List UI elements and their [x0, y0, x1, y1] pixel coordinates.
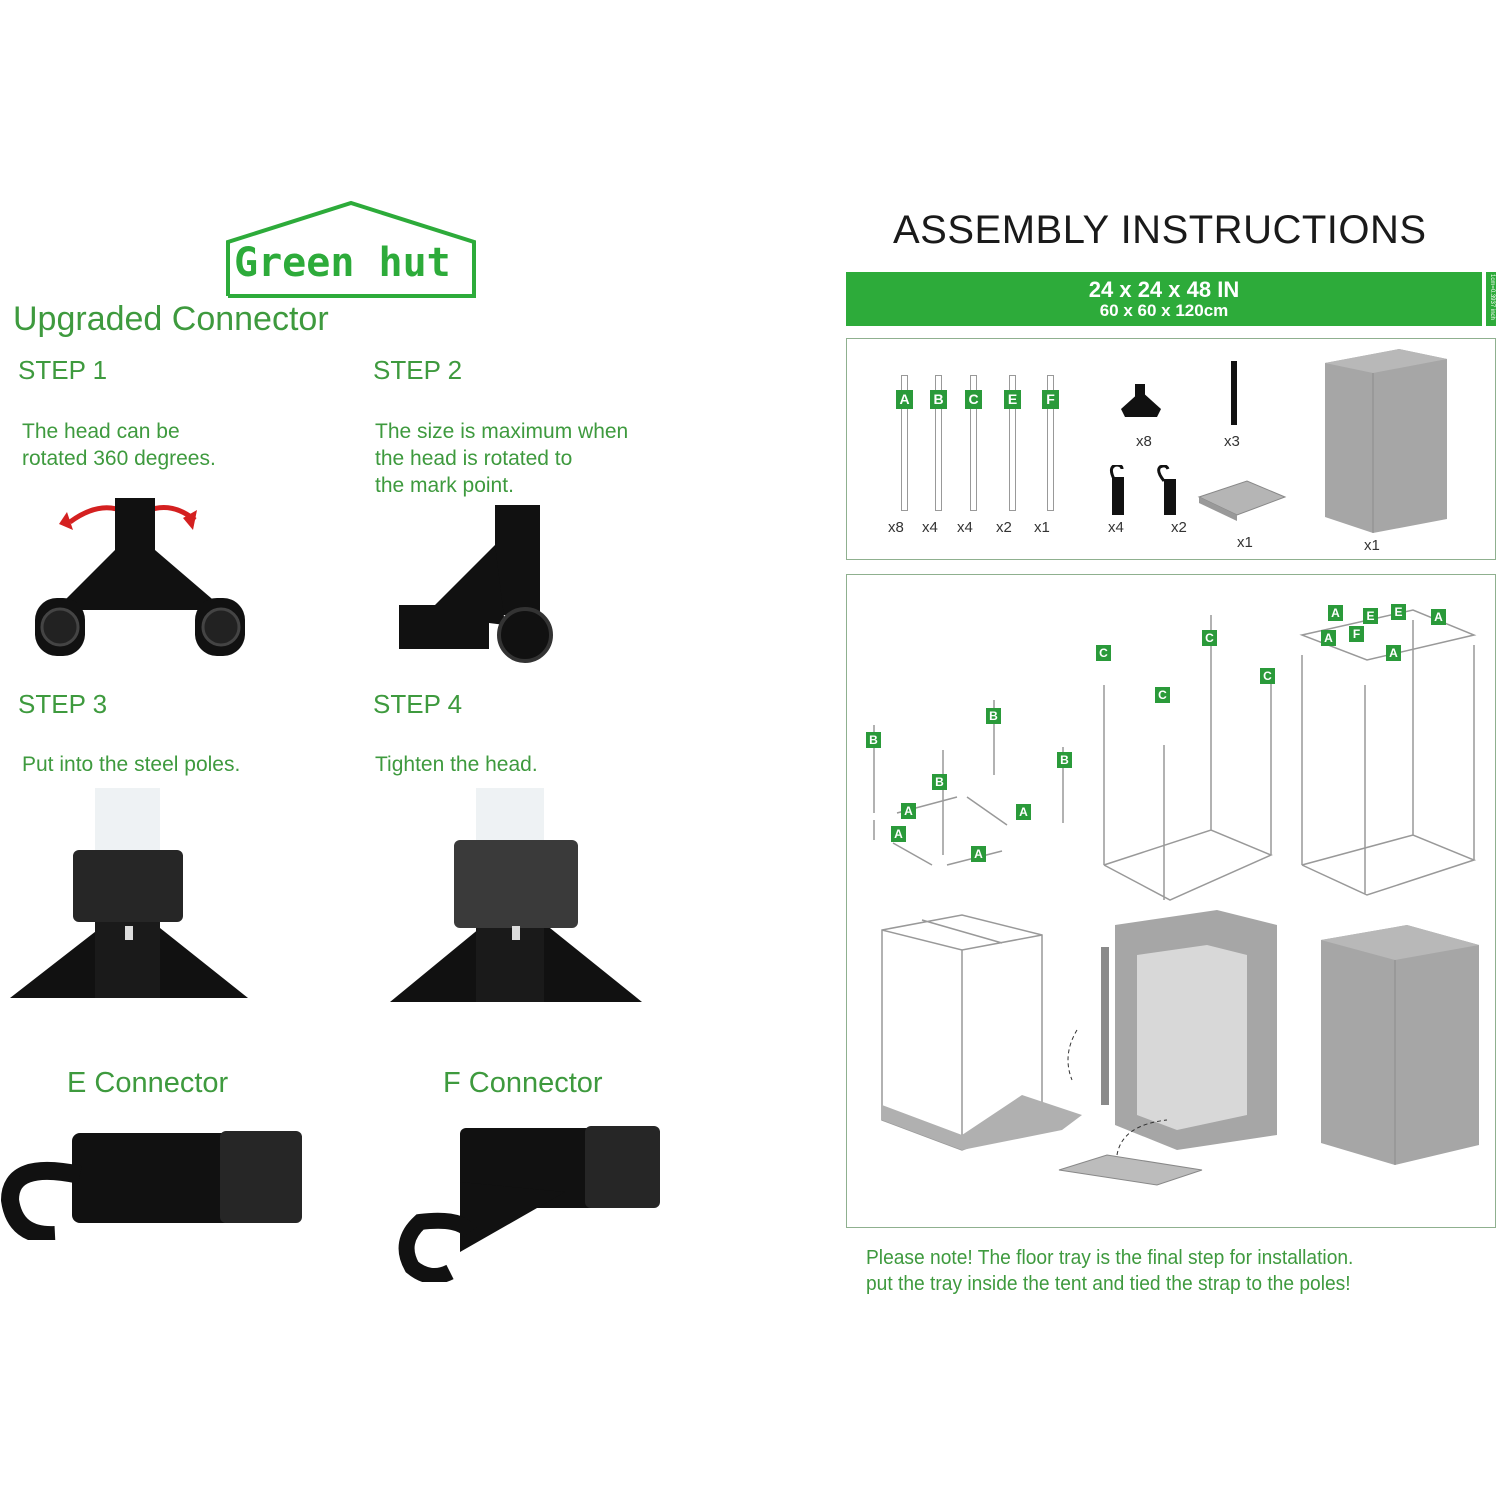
conversion-text: 1cm=0.3937 inch [1489, 274, 1495, 320]
diagram-part-label: B [932, 774, 947, 790]
pole-a [901, 375, 908, 511]
diagram-part-label: F [1349, 626, 1364, 642]
note-line-1: Please note! The floor tray is the final… [866, 1247, 1354, 1269]
strap-qty: x3 [1224, 433, 1240, 450]
f-connector-image [398, 1126, 660, 1282]
tray-qty: x1 [1237, 534, 1253, 551]
tent-icon [1325, 349, 1447, 533]
diagram-part-label: C [1096, 645, 1111, 661]
tightened-connector-image [390, 788, 642, 1002]
assembly-title: ASSEMBLY INSTRUCTIONS [893, 208, 1427, 252]
diagram-part-label: B [1057, 752, 1072, 768]
step-4-text: Tighten the head. [375, 753, 538, 776]
diagram-part-label: B [986, 708, 1001, 724]
diagram-part-label: A [971, 846, 986, 862]
pole-label: B [930, 390, 947, 409]
pole-qty: x2 [996, 519, 1012, 536]
strap-icon [1231, 361, 1237, 425]
pole-qty: x1 [1034, 519, 1050, 536]
pole-qty: x4 [957, 519, 973, 536]
pole-qty: x4 [922, 519, 938, 536]
e-hook-qty: x4 [1108, 519, 1124, 536]
note-line-2: put the tray inside the tent and tied th… [866, 1273, 1351, 1295]
installation-note: Please note! The floor tray is the final… [866, 1245, 1353, 1297]
step-3-text: Put into the steel poles. [22, 753, 241, 776]
diagram-part-label: C [1155, 687, 1170, 703]
f-hook-qty: x2 [1171, 519, 1187, 536]
corner-connector-icon [1121, 384, 1161, 417]
f-connector-title: F Connector [443, 1067, 603, 1099]
diagram-part-label: A [1386, 645, 1401, 661]
diagram-part-label: C [1260, 668, 1275, 684]
rotated-connector-image [399, 505, 553, 663]
diagram-part-label: C [1202, 630, 1217, 646]
step-1-line: rotated 360 degrees. [22, 447, 216, 470]
step-2-line: The size is maximum when [375, 420, 629, 443]
pole-c [970, 375, 977, 511]
conversion-note: 1cm=0.3937 inch [1486, 272, 1496, 326]
size-cm: 60 x 60 x 120cm [1099, 301, 1229, 320]
step-4-title: STEP 4 [373, 689, 463, 719]
connector-on-pole-image [10, 788, 248, 998]
assembly-frame-diagram [873, 609, 1479, 1186]
size-inches: 24 x 24 x 48 IN [1088, 277, 1240, 302]
step-2-text: The size is maximum when the head is rot… [375, 418, 628, 499]
pole-label: A [896, 390, 913, 409]
floor-tray-icon [1197, 480, 1287, 521]
diagram-part-label: A [1321, 630, 1336, 646]
hook-connectors-icon [1109, 465, 1176, 515]
pole-b [935, 375, 942, 511]
step-1-line: The head can be [22, 420, 180, 443]
size-banner: 24 x 24 x 48 IN 60 x 60 x 120cm [846, 272, 1482, 326]
tent-qty: x1 [1364, 537, 1380, 554]
step-3-title: STEP 3 [18, 689, 108, 719]
step-2-title: STEP 2 [373, 355, 463, 385]
corner-qty: x8 [1136, 433, 1152, 450]
step-2-line: the head is rotated to [375, 447, 573, 470]
diagram-part-label: A [1016, 804, 1031, 820]
diagram-part-label: A [1328, 605, 1343, 621]
diagram-part-label: A [1431, 609, 1446, 625]
e-connector-title: E Connector [67, 1067, 229, 1099]
step-1-text: The head can be rotated 360 degrees. [22, 418, 216, 472]
house-logo-icon [226, 200, 476, 298]
diagram-part-label: E [1391, 604, 1406, 620]
pole-e [1009, 375, 1016, 511]
pole-label: E [1004, 390, 1021, 409]
three-way-connector-image [35, 498, 245, 656]
diagram-part-label: A [901, 803, 916, 819]
e-connector-image [0, 1131, 302, 1240]
pole-qty: x8 [888, 519, 904, 536]
pole-label: F [1042, 390, 1059, 409]
step-1-title: STEP 1 [18, 355, 108, 385]
pole-label: C [965, 390, 982, 409]
brand-logo: Green hut [224, 200, 478, 298]
diagram-part-label: A [891, 826, 906, 842]
logo-text: Green hut [234, 240, 451, 286]
pole-f [1047, 375, 1054, 511]
diagram-part-label: B [866, 732, 881, 748]
upgraded-connector-heading: Upgraded Connector [13, 300, 329, 338]
step-2-line: the mark point. [375, 474, 514, 497]
diagram-part-label: E [1363, 608, 1378, 624]
